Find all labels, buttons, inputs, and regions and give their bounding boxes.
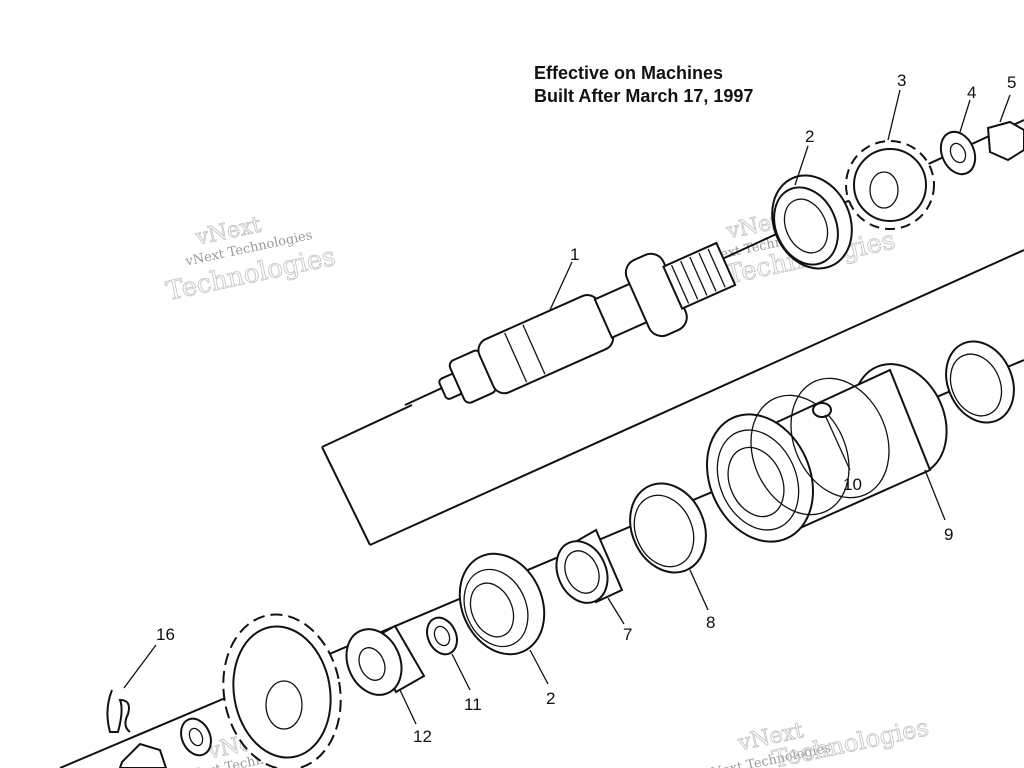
callout-5: 5	[1007, 73, 1016, 92]
ring-upper-right	[945, 340, 1015, 424]
heading-line-1: Effective on Machines	[534, 63, 724, 83]
spacer-part-12	[345, 624, 426, 696]
clip-part-16	[106, 689, 131, 733]
callout-7: 7	[623, 625, 632, 644]
nut-lower-left	[118, 742, 168, 768]
washer-part-4	[939, 130, 977, 176]
washer-lower-left	[180, 717, 212, 757]
callout-2-lower: 2	[546, 689, 555, 708]
callout-8: 8	[706, 613, 715, 632]
pin-part-10	[812, 402, 832, 418]
bracket-top-left	[321, 404, 413, 448]
callout-4: 4	[967, 83, 976, 102]
drum-part-9	[706, 363, 948, 543]
nut-part-5	[986, 120, 1024, 162]
ring-part-8	[629, 482, 707, 574]
watermark-bottom-right: vNext vNext Technologies Technologies	[702, 713, 932, 768]
washer-part-11	[426, 616, 458, 656]
callout-3: 3	[897, 71, 906, 90]
leader-lines	[123, 89, 1011, 725]
callout-16: 16	[156, 625, 175, 644]
callout-12: 12	[413, 727, 432, 746]
sprocket-lower	[222, 613, 342, 768]
bracket-bottom-edge	[369, 249, 1024, 546]
tapered-bearing-part-7	[555, 528, 624, 604]
callout-labels: 1 2 3 4 5 10 9 8 7 2 11 12 16	[156, 71, 1016, 746]
watermark-left: vNext vNext Technologies Technologies	[163, 212, 338, 307]
shaft-part-1	[438, 241, 737, 404]
callout-9: 9	[944, 525, 953, 544]
diagram-heading: Effective on Machines Built After March …	[534, 62, 753, 108]
bearing-part-2-upper	[771, 174, 853, 270]
callout-11: 11	[464, 695, 482, 714]
callout-1: 1	[570, 245, 579, 264]
sprocket-part-3	[845, 140, 935, 230]
callout-10: 10	[843, 475, 862, 494]
bearing-part-2-lower	[458, 552, 546, 656]
heading-line-2: Built After March 17, 1997	[534, 86, 754, 106]
callout-2-upper: 2	[805, 127, 814, 146]
bracket-left-edge	[321, 446, 371, 546]
